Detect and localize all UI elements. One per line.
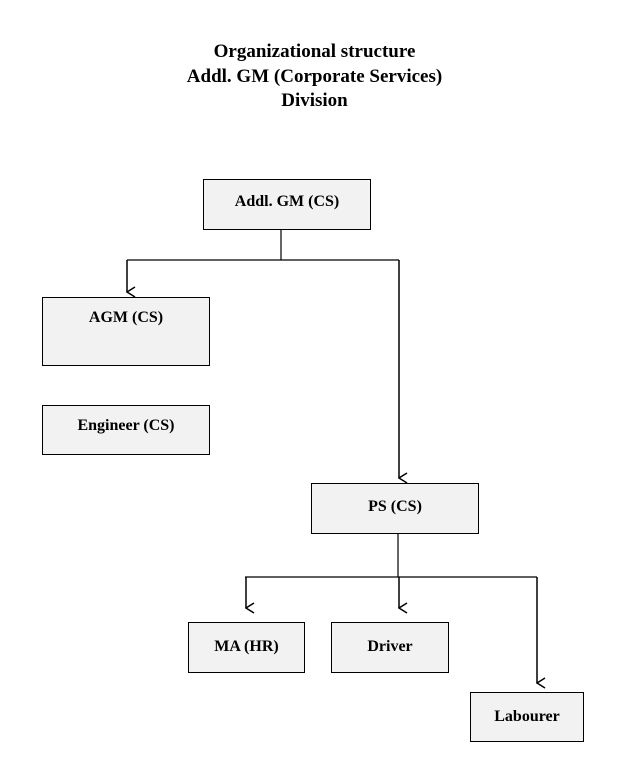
node-agm-label: AGM (CS) [88,309,164,326]
node-addl-gm: Addl. GM (CS) [203,179,371,230]
node-labourer-label: Labourer [494,708,560,725]
node-ps: PS (CS) [311,483,479,534]
node-addl-gm-label: Addl. GM (CS) [234,193,340,210]
title-line-2: Addl. GM (Corporate Services) [186,65,443,87]
node-driver-label: Driver [367,638,413,655]
node-labourer: Labourer [470,692,584,742]
title-line-1: Organizational structure [213,41,416,62]
title-line-3: Division [281,90,348,111]
node-driver: Driver [331,622,449,673]
node-engineer-label: Engineer (CS) [77,417,175,434]
node-ma-label: MA (HR) [214,638,279,655]
node-ma: MA (HR) [188,622,305,673]
chart-title: Organizational structure Addl. GM (Corpo… [0,40,629,114]
node-engineer: Engineer (CS) [42,405,210,455]
node-agm: AGM (CS) [42,297,210,366]
node-ps-label: PS (CS) [368,498,422,515]
